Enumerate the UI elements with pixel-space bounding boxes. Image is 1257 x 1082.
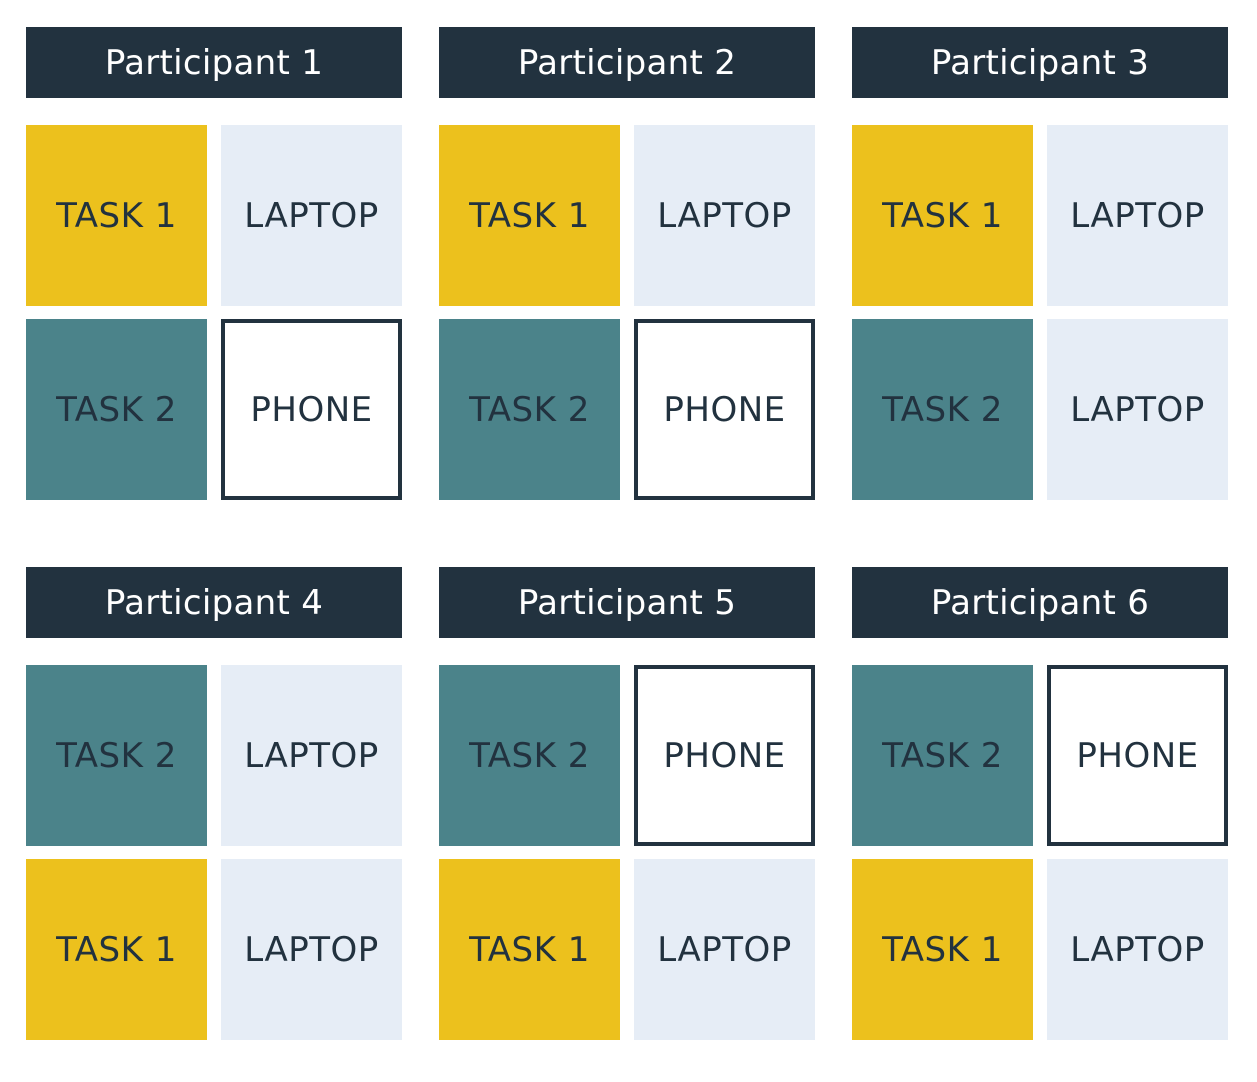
participant-5-second-device: LAPTOP bbox=[634, 859, 815, 1040]
participant-4-second-task: TASK 1 bbox=[26, 859, 207, 1040]
participant-3-header: Participant 3 bbox=[852, 27, 1228, 98]
participant-3-first-device: LAPTOP bbox=[1047, 125, 1228, 306]
participant-1-first-device: LAPTOP bbox=[221, 125, 402, 306]
participant-6-first-task: TASK 2 bbox=[852, 665, 1033, 846]
participant-2-second-device: PHONE bbox=[634, 319, 815, 500]
participant-1-header: Participant 1 bbox=[26, 27, 402, 98]
participant-5-first-device: PHONE bbox=[634, 665, 815, 846]
participant-1-second-device: PHONE bbox=[221, 319, 402, 500]
participant-1-first-task: TASK 1 bbox=[26, 125, 207, 306]
participant-4-first-task: TASK 2 bbox=[26, 665, 207, 846]
participant-6-header: Participant 6 bbox=[852, 567, 1228, 638]
participant-6-second-device: LAPTOP bbox=[1047, 859, 1228, 1040]
participant-5-first-task: TASK 2 bbox=[439, 665, 620, 846]
participant-6-first-device: PHONE bbox=[1047, 665, 1228, 846]
participant-2-second-task: TASK 2 bbox=[439, 319, 620, 500]
participant-2-header: Participant 2 bbox=[439, 27, 815, 98]
participant-1-second-task: TASK 2 bbox=[26, 319, 207, 500]
participant-4-first-device: LAPTOP bbox=[221, 665, 402, 846]
participant-4-second-device: LAPTOP bbox=[221, 859, 402, 1040]
participant-3-first-task: TASK 1 bbox=[852, 125, 1033, 306]
participant-2-first-task: TASK 1 bbox=[439, 125, 620, 306]
participant-2-first-device: LAPTOP bbox=[634, 125, 815, 306]
participant-6-second-task: TASK 1 bbox=[852, 859, 1033, 1040]
participant-4-header: Participant 4 bbox=[26, 567, 402, 638]
participant-5-header: Participant 5 bbox=[439, 567, 815, 638]
participant-3-second-task: TASK 2 bbox=[852, 319, 1033, 500]
participant-5-second-task: TASK 1 bbox=[439, 859, 620, 1040]
participant-3-second-device: LAPTOP bbox=[1047, 319, 1228, 500]
